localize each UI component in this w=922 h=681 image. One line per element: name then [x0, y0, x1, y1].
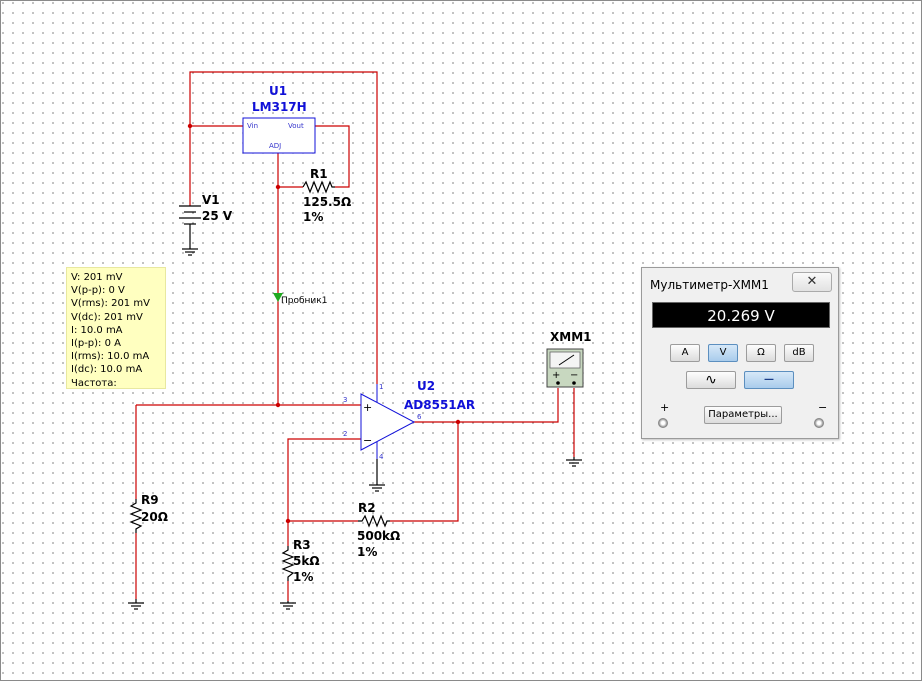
u2-plus-sign: + — [363, 401, 372, 414]
close-button[interactable]: ✕ — [792, 272, 832, 292]
probe-line: Частота: — [71, 377, 117, 389]
r9-value: 20Ω — [141, 510, 168, 524]
probe-label: Пробник1 — [281, 296, 327, 306]
parameters-button[interactable]: Параметры... — [704, 406, 782, 424]
r1-value: 125.5Ω — [303, 195, 351, 209]
probe-line: I(p-p): 0 A — [71, 338, 121, 350]
sine-wave-icon: ∿ — [705, 372, 717, 388]
close-icon: ✕ — [806, 274, 818, 289]
probe-line: V(dc): 201 mV — [71, 311, 143, 323]
minus-terminal-jack[interactable] — [814, 418, 824, 428]
u1-part: LM317H — [252, 100, 307, 114]
probe-line: V(p-p): 0 V — [71, 285, 125, 297]
r2-resistor[interactable]: R2 500kΩ 1% — [357, 501, 400, 559]
multimeter-title: Мультиметр-XMM1 — [650, 278, 769, 292]
mode-volts-button[interactable]: V — [708, 344, 738, 362]
r2-tolerance: 1% — [357, 545, 377, 559]
mode-ohms-button[interactable]: Ω — [746, 344, 776, 362]
u1-pin-adj: ADJ — [269, 142, 281, 150]
minus-terminal-label: − — [818, 401, 828, 414]
mode-db-button[interactable]: dB — [784, 344, 814, 362]
u2-pin-2: 2 — [343, 430, 347, 438]
u1-pin-vout: Vout — [288, 122, 304, 130]
u2-part: AD8551AR — [404, 398, 475, 412]
v1-ref: V1 — [202, 193, 220, 207]
r3-ref: R3 — [293, 538, 311, 552]
plus-terminal-label: + — [660, 401, 670, 414]
probe-line: I(dc): 10.0 mA — [71, 364, 143, 376]
probe-line: I(rms): 10.0 mA — [71, 351, 150, 363]
u2-opamp[interactable]: + − 1 2 3 4 6 U2 AD8551AR — [343, 379, 475, 492]
u2-pin-4: 4 — [379, 453, 384, 461]
u2-minus-sign: − — [363, 434, 372, 447]
r9-ref: R9 — [141, 493, 159, 507]
signal-ac-button[interactable]: ∿ — [686, 371, 736, 389]
v1-battery[interactable]: V1 25 V — [179, 193, 233, 256]
multimeter-window[interactable]: Мультиметр-XMM1 ✕ 20.269 V A V Ω dB ∿ — … — [641, 267, 839, 439]
r1-resistor[interactable]: R1 125.5Ω 1% — [302, 167, 351, 224]
u2-pin-3: 3 — [343, 396, 347, 404]
r3-resistor[interactable]: R3 5kΩ 1% — [280, 538, 320, 610]
u1-regulator[interactable]: U1 LM317H Vin Vout ADJ — [242, 84, 316, 154]
probe-line: V: 201 mV — [71, 272, 123, 283]
xmm1-symbol[interactable]: XMM1 + − — [546, 330, 591, 467]
xmm1-minus: − — [570, 370, 578, 381]
mode-amps-button[interactable]: A — [670, 344, 700, 362]
r2-ref: R2 — [358, 501, 376, 515]
probe-marker[interactable]: Пробник1 — [273, 293, 327, 306]
u2-pin-1: 1 — [379, 383, 383, 391]
v1-value: 25 V — [202, 209, 233, 223]
r1-tolerance: 1% — [303, 210, 323, 224]
u2-pin-6: 6 — [417, 413, 422, 421]
probe-readout: V: 201 mV V(p-p): 0 V V(rms): 201 mV V(d… — [66, 267, 166, 389]
probe-line: I: 10.0 mA — [71, 324, 123, 336]
u2-ref: U2 — [417, 379, 435, 393]
junction-nodes — [187, 123, 461, 524]
r3-tolerance: 1% — [293, 570, 313, 584]
dc-line-icon: — — [764, 374, 774, 385]
r9-resistor[interactable]: R9 20Ω — [128, 493, 168, 610]
wires — [135, 71, 575, 601]
probe-line: V(rms): 201 mV — [71, 298, 150, 310]
xmm1-plus: + — [552, 370, 560, 381]
multimeter-display: 20.269 V — [652, 302, 830, 328]
u1-pin-vin: Vin — [247, 122, 258, 130]
u1-ref: U1 — [269, 84, 287, 98]
r2-value: 500kΩ — [357, 529, 400, 543]
signal-dc-button[interactable]: — — [744, 371, 794, 389]
r1-ref: R1 — [310, 167, 328, 181]
xmm1-ref: XMM1 — [550, 330, 591, 344]
r3-value: 5kΩ — [293, 554, 320, 568]
plus-terminal-jack[interactable] — [658, 418, 668, 428]
